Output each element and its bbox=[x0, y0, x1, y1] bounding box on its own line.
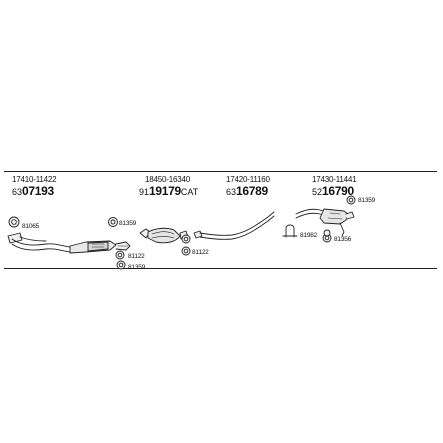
callout-label: 81359 bbox=[358, 197, 376, 204]
rear-muffler-drawing bbox=[295, 208, 355, 237]
part-code: 9119179CAT bbox=[139, 184, 198, 199]
part-group-rear-muffler: 17430-11441 5216790 bbox=[312, 175, 357, 199]
part-code: 6316789 bbox=[226, 184, 270, 199]
front-pipe-drawing bbox=[7, 216, 131, 254]
part-code: 6307193 bbox=[12, 184, 56, 199]
part-code-main: 07193 bbox=[22, 184, 54, 198]
parts-frame bbox=[4, 171, 437, 269]
callout-label: 81065 bbox=[22, 223, 40, 230]
gasket-icon bbox=[323, 229, 331, 237]
oem-number: 17420-11160 bbox=[226, 175, 270, 184]
flange-icon bbox=[108, 217, 118, 227]
middle-pipe-drawing bbox=[193, 211, 275, 240]
part-code-prefix: 52 bbox=[312, 187, 323, 197]
gasket-icon bbox=[346, 195, 356, 205]
part-code-prefix: 91 bbox=[139, 187, 150, 197]
catalyst-drawing bbox=[139, 227, 189, 244]
oem-number: 17410-11422 bbox=[12, 175, 57, 184]
part-code-prefix: 63 bbox=[226, 187, 237, 197]
callout-label: 81356 bbox=[334, 236, 352, 243]
part-code-main: 19179 bbox=[149, 184, 181, 198]
part-code-main: 16789 bbox=[236, 184, 268, 198]
callout-label: 81982 bbox=[300, 232, 318, 239]
callout-label: 81359 bbox=[128, 264, 146, 271]
gasket-icon bbox=[115, 250, 125, 260]
gasket-icon bbox=[181, 234, 191, 244]
part-group-front-pipe: 17410-11422 6307193 bbox=[12, 175, 57, 199]
gasket-icon bbox=[8, 216, 20, 228]
part-code-prefix: 63 bbox=[12, 187, 23, 197]
callout-label: 81359 bbox=[119, 220, 137, 227]
part-group-middle-pipe: 17420-11160 6316789 bbox=[226, 175, 270, 199]
oem-number: 17430-11441 bbox=[312, 175, 357, 184]
oem-number: 18450-16340 bbox=[145, 175, 190, 184]
gasket-icon bbox=[181, 246, 191, 256]
part-code: 5216790 bbox=[312, 184, 356, 199]
callout-label: 81122 bbox=[192, 249, 209, 256]
callout-label: 81122 bbox=[128, 253, 145, 260]
part-code-suffix: CAT bbox=[180, 187, 199, 197]
gasket-icon bbox=[116, 260, 126, 270]
part-code-main: 16790 bbox=[322, 184, 354, 198]
clamp-icon bbox=[282, 224, 298, 238]
part-group-catalyst: 18450-16340 9119179CAT bbox=[139, 175, 198, 199]
